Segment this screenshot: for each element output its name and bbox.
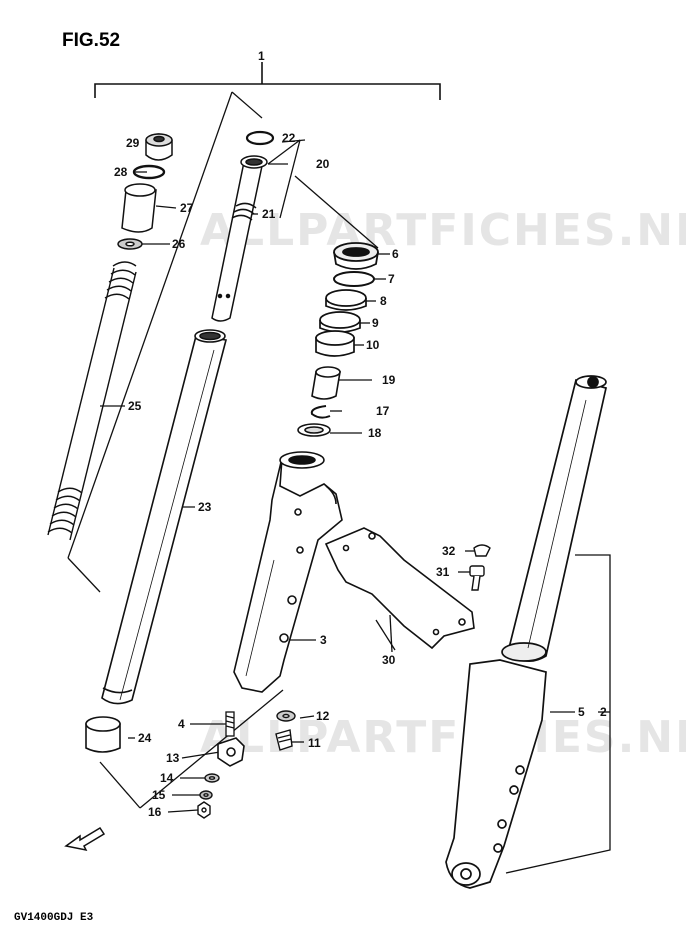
callout-6: 6	[392, 247, 399, 261]
callout-14: 14	[160, 771, 174, 785]
callout-9: 9	[372, 316, 379, 330]
callout-4: 4	[178, 717, 185, 731]
slide-bush-part	[311, 366, 341, 400]
model-code: GV1400GDJ E3	[14, 912, 94, 924]
callout-13: 13	[166, 751, 180, 765]
cap-bolt-part	[145, 133, 173, 161]
cap-part	[473, 544, 491, 557]
fork-spring-part	[47, 261, 137, 541]
inner-fork-tube-part	[101, 329, 228, 705]
callout-17: 17	[376, 404, 390, 418]
callout-19: 19	[382, 373, 396, 387]
seal-spacer-part	[325, 289, 367, 311]
outer-tube-left-part	[233, 451, 343, 693]
callout-32: 32	[442, 544, 456, 558]
assembly-bracket	[94, 62, 441, 100]
washer-part	[117, 238, 143, 250]
callout-18: 18	[368, 426, 382, 440]
spring-washer-part	[199, 790, 213, 800]
callout-10: 10	[366, 338, 380, 352]
callout-28: 28	[114, 165, 128, 179]
damper-rod-part	[211, 155, 268, 322]
damper-ring-part	[245, 130, 275, 146]
axle-holder-part	[217, 737, 245, 767]
callout-8: 8	[380, 294, 387, 308]
callout-25: 25	[128, 399, 142, 413]
callout-5: 5	[578, 705, 585, 719]
callout-21: 21	[262, 207, 276, 221]
callout-7: 7	[388, 272, 395, 286]
drain-washer-part	[276, 710, 296, 722]
callout-2: 2	[600, 705, 607, 719]
pinch-bolt-part	[469, 565, 485, 591]
callout-26: 26	[172, 237, 186, 251]
callout-16: 16	[148, 805, 162, 819]
slide-metal-part	[315, 330, 355, 357]
callout-22: 22	[282, 131, 296, 145]
callout-3: 3	[320, 633, 327, 647]
figure-title: FIG.52	[62, 30, 120, 51]
fork-leg-right-part	[445, 375, 608, 889]
callout-30: 30	[382, 653, 396, 667]
watermark-bottom: ALLPARTFICHES.NET	[200, 712, 686, 763]
callout-29: 29	[126, 136, 140, 150]
spacer-part	[121, 183, 157, 233]
leader-lines	[67, 91, 611, 874]
callout-23: 23	[198, 500, 212, 514]
callout-11: 11	[308, 736, 321, 750]
o-ring-part	[132, 164, 166, 180]
callout-12: 12	[316, 709, 330, 723]
spring-ring-part	[297, 423, 331, 437]
callout-20: 20	[316, 157, 330, 171]
callout-24: 24	[138, 731, 152, 745]
callout-27: 27	[180, 201, 194, 215]
front-direction-arrow	[64, 826, 106, 852]
circlip-part	[310, 405, 331, 419]
callout-labels: 1 2 3 4 5 6 7 8 9 10 11 12 13 14 15 16 1…	[114, 49, 607, 819]
axle-washer-part	[204, 773, 220, 783]
callout-31: 31	[436, 565, 450, 579]
axle-nut-part	[197, 801, 211, 819]
guide-bush-part	[85, 716, 121, 753]
outer-metal-part	[319, 311, 361, 333]
callout-1: 1	[258, 49, 265, 63]
callout-15: 15	[152, 788, 166, 802]
snap-ring-part	[333, 271, 375, 287]
drain-bolt-part	[275, 729, 293, 751]
oil-seal-part	[333, 242, 379, 270]
stud-part	[225, 711, 235, 737]
fork-brace-part	[324, 527, 475, 650]
